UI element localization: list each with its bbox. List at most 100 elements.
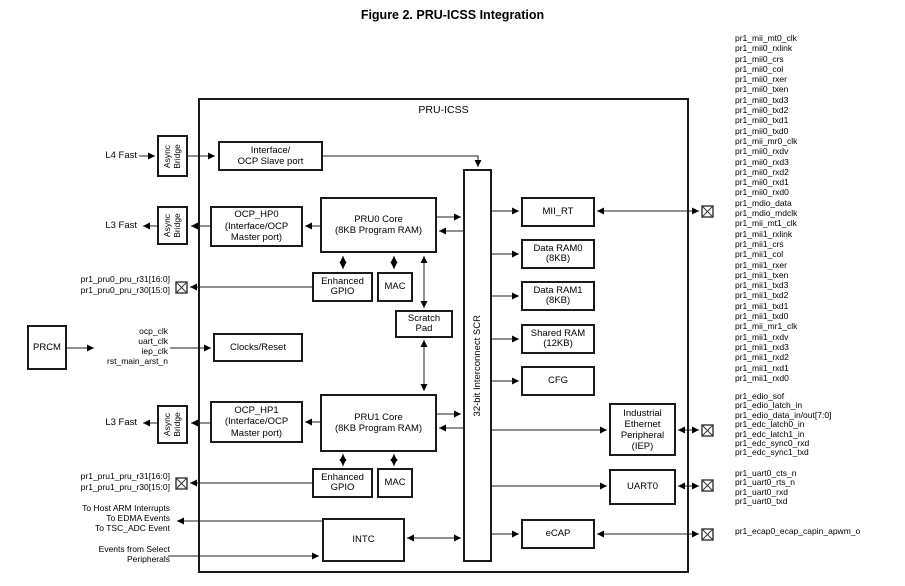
- signal-label: pr1_mii1_rxd3: [735, 341, 789, 352]
- signal-label: pr1_uart0_txd: [735, 496, 788, 507]
- interconnect-scr-block: 32-bit Interconnect SCR: [463, 169, 492, 562]
- l3-fast-label-0: L3 Fast: [105, 220, 137, 231]
- signal-label: pr1_edc_sync0_rxd: [735, 438, 810, 449]
- signal-label: pr1_mii_mr0_clk: [735, 135, 798, 146]
- signal-label: pr1_mii_mt0_clk: [735, 33, 797, 43]
- signal-label: pr1_mii0_txd1: [735, 115, 789, 126]
- pru-icss-boundary: [198, 98, 689, 573]
- enhanced-gpio1-block: Enhanced GPIO: [312, 468, 373, 498]
- signal-label: pr1_pru1_pru_r31[16:0]: [80, 471, 170, 481]
- cfg-block: CFG: [521, 366, 595, 396]
- signal-label: pr1_edio_sof: [735, 391, 785, 401]
- signal-label: pr1_mii1_txd2: [735, 290, 789, 301]
- prcm-block: PRCM: [27, 325, 67, 370]
- ecap-block: eCAP: [521, 519, 595, 549]
- signal-label: pr1_edio_data_in/out[7:0]: [735, 409, 832, 420]
- signal-label: pr1_mii0_txen: [735, 84, 789, 95]
- pru1-core-block: PRU1 Core (8KB Program RAM): [320, 394, 437, 452]
- signal-label: pr1_mii1_txd3: [735, 280, 789, 291]
- pru0-core-block: PRU0 Core (8KB Program RAM): [320, 197, 437, 253]
- signal-label: pr1_mii0_rxd2: [735, 166, 789, 177]
- signal-label: To TSC_ADC Event: [95, 523, 170, 533]
- signal-label: pr1_mii0_rxd1: [735, 177, 789, 188]
- pru0-r31-io-pad-icon: [175, 281, 188, 294]
- signal-label: pr1_uart0_rxd: [735, 486, 788, 497]
- signal-label: pr1_edc_latch0_in: [735, 419, 805, 430]
- clocks-reset-block: Clocks/Reset: [213, 333, 303, 362]
- signal-label: pr1_mdio_mdclk: [735, 208, 798, 219]
- ocp-hp0-block: OCP_HP0 (Interface/OCP Master port): [210, 206, 303, 247]
- l4-fast-label: L4 Fast: [105, 150, 137, 161]
- signal-label: pr1_mii1_txen: [735, 269, 789, 280]
- figure-title: Figure 2. PRU-ICSS Integration: [360, 8, 545, 22]
- enhanced-gpio0-block: Enhanced GPIO: [312, 272, 373, 302]
- signal-label: pr1_uart0_cts_n: [735, 468, 797, 478]
- signal-label: pr1_uart0_rts_n: [735, 477, 796, 488]
- async-bridge-l3-0-block: Async Bridge: [157, 206, 188, 245]
- signal-label: ocp_clk: [139, 326, 168, 336]
- signal-label: pr1_mii1_rxd1: [735, 362, 789, 373]
- signal-label: pr1_mii0_crs: [735, 53, 784, 64]
- shared-ram-block: Shared RAM (12KB): [521, 324, 595, 354]
- signal-label: pr1_mii1_txd1: [735, 300, 789, 311]
- signal-label: To EDMA Events: [106, 513, 170, 523]
- signal-label: iep_clk: [141, 346, 168, 356]
- mii-io-pad-icon: [701, 205, 714, 218]
- ecap-io-pad-icon: [701, 528, 714, 541]
- signal-label: pr1_ecap0_ecap_capin_apwm_o: [735, 526, 861, 536]
- signal-label: pr1_mii1_rxd0: [735, 372, 789, 383]
- signal-label: pr1_mii0_rxer: [735, 74, 787, 85]
- signal-label: pr1_edc_latch1_in: [735, 428, 805, 439]
- l3-fast-label-1: L3 Fast: [105, 417, 137, 428]
- signal-label: pr1_mii1_rxer: [735, 259, 787, 270]
- signal-label: pr1_pru0_pru_r31[16:0]: [80, 274, 170, 284]
- signal-label: pr1_mii0_rxd0: [735, 187, 789, 198]
- signal-label: pr1_edc_sync1_txd: [735, 447, 809, 458]
- scratch-pad-block: Scratch Pad: [395, 310, 453, 338]
- uart0-io-pad-icon: [701, 479, 714, 492]
- signal-label: rst_main_arst_n: [107, 356, 168, 366]
- signal-label: pr1_mii1_rxdv: [735, 331, 789, 342]
- async-bridge-l3-1-block: Async Bridge: [157, 405, 188, 444]
- signal-label: pr1_mii0_col: [735, 63, 784, 74]
- signal-label: pr1_mdio_data: [735, 197, 792, 208]
- pru-icss-label: PRU-ICSS: [418, 104, 469, 116]
- async-bridge-label: Async Bridge: [161, 143, 182, 169]
- iep-io-pad-icon: [701, 424, 714, 437]
- signal-label: pr1_mii0_txd0: [735, 125, 789, 136]
- signal-label: pr1_mii1_rxlink: [735, 228, 793, 239]
- signal-label: pr1_mii_mt1_clk: [735, 218, 797, 229]
- signal-label: pr1_mii1_col: [735, 249, 784, 260]
- mac1-block: MAC: [377, 468, 413, 498]
- iep-block: Industrial Ethernet Peripheral (IEP): [609, 403, 676, 456]
- signal-label: pr1_pru1_pru_r30[15:0]: [80, 482, 170, 492]
- async-bridge-l4-block: Async Bridge: [157, 135, 188, 177]
- intc-block: INTC: [322, 518, 405, 562]
- signal-label: uart_clk: [138, 336, 168, 346]
- mii-rt-block: MII_RT: [521, 197, 595, 227]
- pru1-r31-io-pad-icon: [175, 477, 188, 490]
- interconnect-scr-label: 32-bit Interconnect SCR: [471, 314, 483, 417]
- signal-label: pr1_mii1_rxd2: [735, 352, 789, 363]
- signal-label: pr1_mii1_txd0: [735, 311, 789, 322]
- ecap-signal-list: pr1_ecap0_ecap_capin_apwm_o: [735, 526, 861, 536]
- signal-label: pr1_mii1_crs: [735, 238, 784, 249]
- signal-label: Events from Select: [98, 544, 170, 554]
- data-ram1-block: Data RAM1 (8KB): [521, 281, 595, 311]
- signal-label: pr1_mii_mr1_clk: [735, 321, 798, 332]
- signal-label: pr1_mii0_txd3: [735, 94, 789, 105]
- ocp-slave-port-block: Interface/ OCP Slave port: [218, 141, 323, 171]
- signal-label: pr1_mii0_rxlink: [735, 43, 793, 54]
- signal-label: Peripherals: [127, 554, 170, 564]
- signal-label: To Host ARM Interrupts: [82, 503, 170, 513]
- signal-label: pr1_mii0_rxdv: [735, 146, 789, 157]
- signal-label: pr1_pru0_pru_r30[15:0]: [80, 285, 170, 295]
